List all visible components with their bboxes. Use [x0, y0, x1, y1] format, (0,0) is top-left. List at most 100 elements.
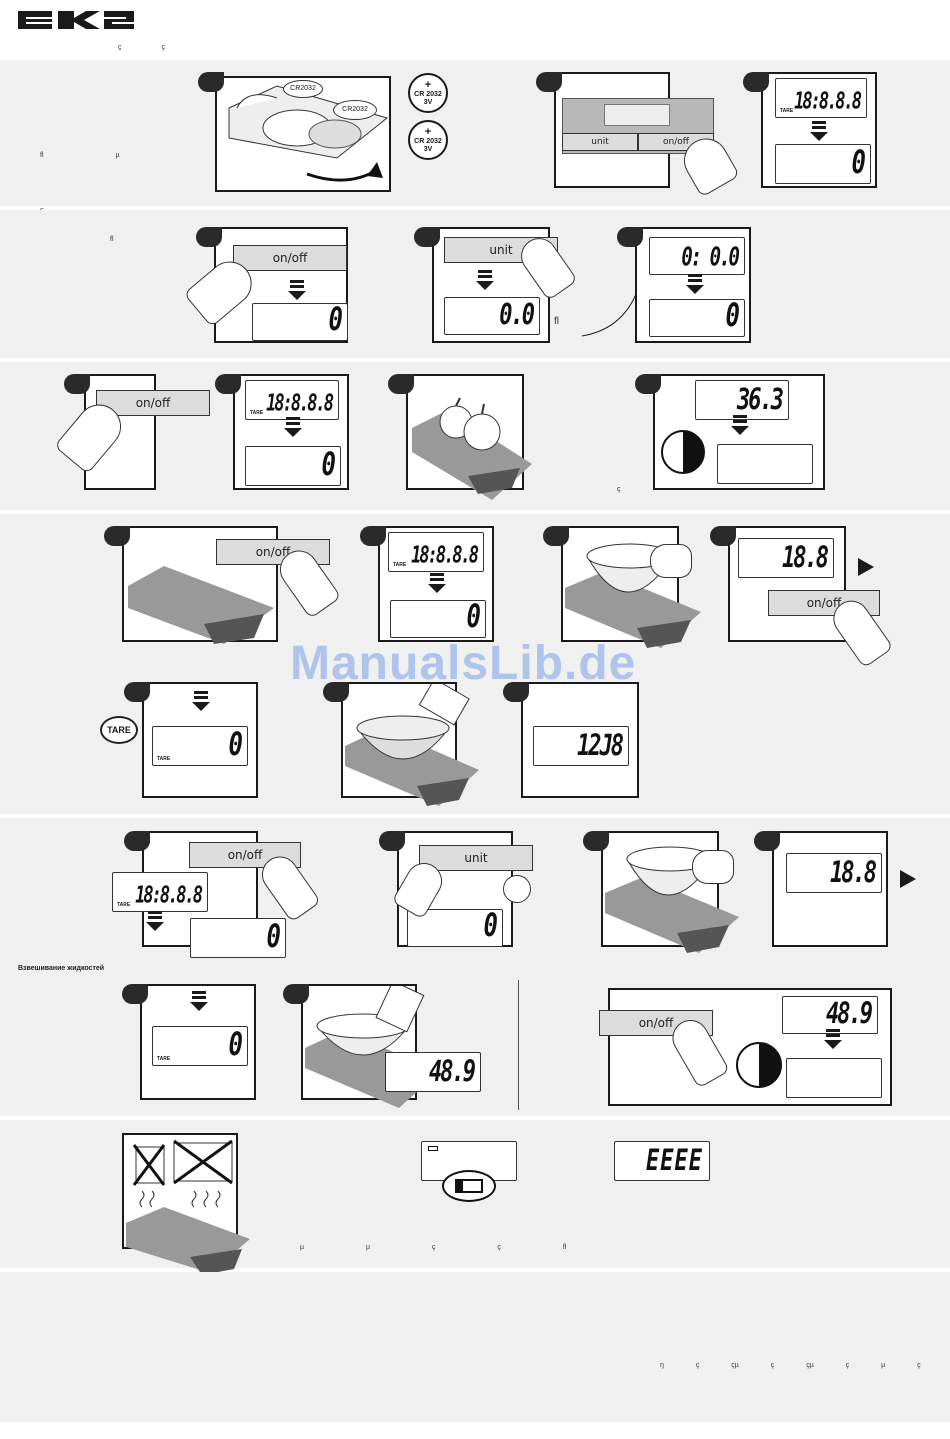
right-arrow-icon	[858, 558, 874, 576]
tare-panel: TARE 0	[142, 682, 258, 798]
lcd-liquid-2-digits: 48.9	[826, 997, 873, 1031]
scale-pouring-illustration	[345, 684, 479, 806]
lcd-tare: TARE 0	[152, 1025, 248, 1066]
tare-indicator: TARE	[157, 1056, 171, 1062]
battery-plus-sign: +	[424, 125, 432, 138]
lcd-zero-digits: 0	[328, 300, 344, 338]
eks-logo-icon	[18, 11, 134, 29]
step-badge	[104, 526, 130, 546]
unit-cycle-panel: 0: 0.0 0	[635, 227, 751, 343]
lcd-zero: 0	[252, 300, 348, 341]
battery-coin-1: CR2032	[283, 80, 323, 98]
lcd-full-digits: 18:8.8.8	[794, 88, 862, 115]
lcd-liquid-digits: 48.9	[429, 1055, 476, 1089]
down-arrow-icon	[192, 696, 210, 711]
lcd-blank	[786, 1058, 882, 1098]
result-panel: 12J8	[521, 682, 639, 798]
down-arrow-icon	[190, 996, 208, 1011]
warning-panel	[122, 1133, 250, 1275]
pour-liquid-panel: 48.9	[301, 984, 481, 1108]
lcd-lb-digits: 0: 0.0	[681, 242, 740, 272]
liquid-reading-panel: 18.8	[772, 831, 888, 947]
error-lcd-digits: EEEE	[646, 1144, 703, 1178]
step-badge	[388, 374, 414, 394]
lcd-oz: 0.0	[444, 297, 540, 335]
onoff-button[interactable]: on/off	[233, 245, 347, 271]
step-badge	[283, 984, 309, 1004]
lcd-zero-digits: 0	[228, 725, 244, 763]
lcd-liquid: 48.9	[385, 1052, 481, 1092]
lcd-full-digits: 18:8.8.8	[135, 882, 203, 909]
low-battery-icon	[455, 1179, 483, 1193]
ml-indicator-circle	[503, 875, 531, 903]
lcd-liquid-2: 48.9	[782, 996, 878, 1034]
lcd-zero-digits: 0	[321, 445, 337, 483]
lcd-reading: 18.8	[738, 538, 834, 578]
watermark-text: ManualsLib.de	[290, 637, 637, 690]
tare-button-badge[interactable]: TARE	[100, 716, 138, 744]
timer-clock-icon	[736, 1042, 782, 1088]
lcd-reading-digits: 18.8	[782, 541, 829, 575]
lcd-full-digits: 18:8.8.8	[411, 542, 479, 569]
tare-indicator: TARE	[157, 756, 171, 762]
down-arrow-icon	[288, 285, 306, 300]
lcd-full-digits: 18:8.8.8	[266, 390, 334, 417]
step-badge	[503, 682, 529, 702]
scale-with-apples-illustration	[412, 397, 532, 500]
step-badge	[754, 831, 780, 851]
battery-plus-sign: +	[424, 78, 432, 91]
down-arrow-icon	[284, 422, 302, 437]
step-badge	[360, 526, 386, 546]
unit-button[interactable]: unit	[419, 845, 533, 871]
lcd-zero-digits: 0	[266, 917, 282, 955]
unit-button[interactable]: unit	[562, 133, 638, 151]
lcd-result: 12J8	[533, 726, 629, 766]
step-badge	[122, 984, 148, 1004]
battery-compartment-illustration	[228, 85, 389, 182]
timer-clock-icon	[661, 430, 705, 474]
down-arrow-icon	[476, 275, 494, 290]
step-badge	[543, 526, 569, 546]
section-2-side-marks: fl	[110, 236, 114, 243]
battery-voltage: 3V	[423, 98, 433, 106]
down-arrow-icon	[731, 420, 749, 435]
brand-logo	[18, 9, 136, 31]
step-badge	[124, 682, 150, 702]
scale-with-bowl-illustration	[605, 846, 739, 953]
step-badge	[124, 831, 150, 851]
reading-onoff-panel: 18.8	[728, 526, 846, 642]
power-on-display-panel: TARE 18:8.8.8 0	[761, 72, 877, 188]
lcd-zero-digits: 0	[851, 143, 867, 181]
step-badge	[379, 831, 405, 851]
battery-model: CR 2032	[414, 138, 442, 146]
lcd-lb: 0: 0.0	[649, 237, 745, 275]
battery-voltage: 3V	[423, 145, 433, 153]
lcd-reading: 36.3	[695, 380, 789, 420]
tare-indicator: TARE	[393, 562, 407, 568]
step-badge	[64, 374, 90, 394]
section-6-marks: µ µ ç ç fl	[300, 1244, 567, 1251]
error-lcd: EEEE	[614, 1141, 710, 1181]
button-panel	[554, 72, 714, 188]
down-arrow-icon	[824, 1034, 842, 1049]
tare-indicator: TARE	[780, 108, 794, 114]
step-badge	[198, 72, 224, 92]
step-badge	[583, 831, 609, 851]
liquid-auto-off-panel: 48.9	[608, 988, 892, 1106]
down-arrow-icon	[146, 916, 164, 931]
lcd-blank	[717, 444, 813, 484]
lcd-reading: 18.8	[786, 853, 882, 893]
low-battery-callout	[442, 1170, 496, 1202]
lcd-zero-digits: 0	[466, 597, 482, 635]
apples-on-scale-panel	[406, 374, 532, 500]
no-heat-warning-illustration	[126, 1139, 250, 1275]
step-fl-mark: fl	[554, 316, 559, 327]
step-badge	[215, 374, 241, 394]
lcd-zero: 0	[190, 917, 286, 958]
lcd-oz-digits: 0.0	[499, 298, 535, 332]
step-badge	[635, 374, 661, 394]
pour-ingredients-panel	[341, 682, 479, 806]
hand-icon	[692, 850, 734, 884]
lcd-full: TARE 18:8.8.8	[112, 872, 208, 912]
lcd-zero-digits: 0	[228, 1025, 244, 1063]
